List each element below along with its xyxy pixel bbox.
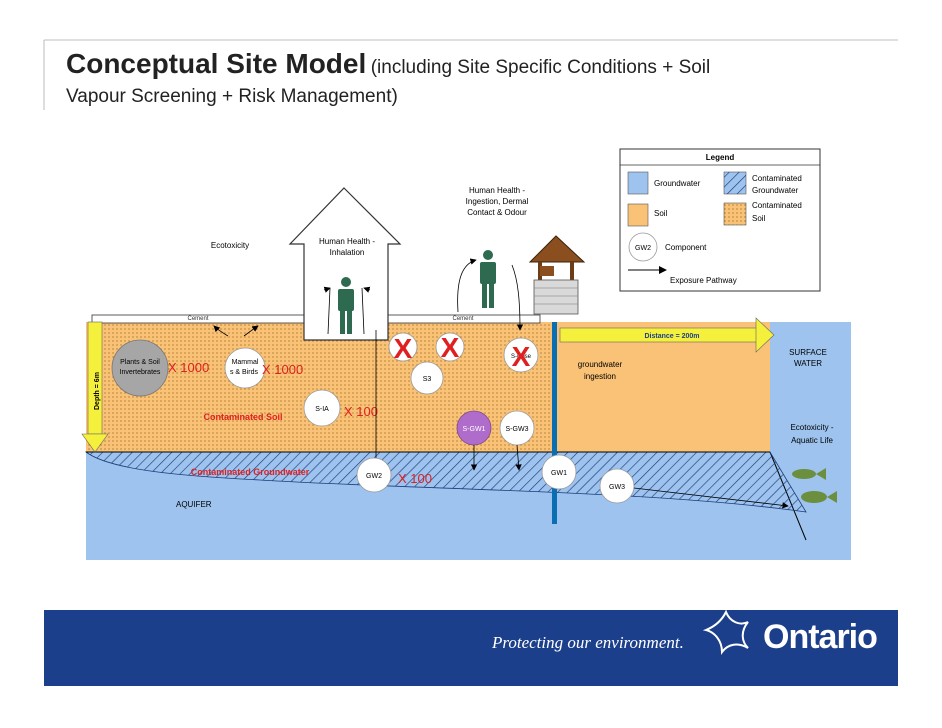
component-gw3 — [599, 468, 635, 504]
component-gw2-label: GW2 — [366, 473, 382, 480]
fish-icon — [792, 468, 837, 503]
contaminated-groundwater-label: Contaminated Groundwater — [191, 467, 310, 477]
component-mammals-label-2: s & Birds — [230, 369, 259, 376]
component-mammals — [224, 347, 266, 389]
legend-contam-gw-1: Contaminated — [752, 174, 802, 183]
soil-area-right — [552, 322, 770, 452]
human-health-inhalation-2: Inhalation — [330, 248, 365, 257]
factor-plants: X 1000 — [168, 360, 209, 375]
distance-label: Distance = 200m — [644, 333, 699, 340]
depth-arrow — [81, 321, 109, 453]
component-sia — [303, 389, 341, 427]
legend-box: Legend Groundwater Contaminated Groundwa… — [619, 148, 821, 292]
factor-mammals: X 1000 — [262, 362, 303, 377]
crossed-mark-3: X — [512, 341, 531, 372]
component-sgw3-label: S-GW3 — [506, 426, 529, 433]
depth-label: Depth = 6m — [94, 372, 101, 410]
legend-component-badge: GW2 — [635, 245, 651, 252]
component-gw2 — [356, 457, 392, 493]
legend-contam-soil-2: Soil — [752, 214, 766, 223]
well-icon — [528, 235, 586, 315]
component-s2-crossed — [388, 332, 418, 362]
house — [288, 187, 402, 341]
groundwater-ingestion-2: ingestion — [584, 372, 616, 381]
footer-band — [44, 610, 898, 686]
legend-groundwater: Groundwater — [654, 179, 701, 188]
component-gw1 — [541, 454, 577, 490]
factor-gw2: X 100 — [398, 471, 432, 486]
human-health-inhalation-1: Human Health - — [319, 237, 375, 246]
ecotoxicity-aquatic-1: Ecotoxicity - — [790, 423, 833, 432]
component-mammals-label: Mammal — [232, 359, 259, 366]
footer-tagline: Protecting our environment. — [492, 633, 684, 652]
legend-component: Component — [665, 243, 707, 252]
component-sgw1-label: S-GW1 — [463, 426, 486, 433]
page-title: Conceptual Site Model (including Site Sp… — [66, 48, 886, 109]
component-gw1-label: GW1 — [551, 470, 567, 477]
distance-arrow — [559, 317, 775, 353]
component-s3-label: S3 — [423, 376, 432, 383]
ecotoxicity-aquatic-2: Aquatic Life — [791, 436, 833, 445]
component-gw3-label: GW3 — [609, 484, 625, 491]
title-sub2: Vapour Screening + Risk Management) — [66, 86, 398, 107]
legend-swatch-groundwater — [627, 171, 649, 195]
contaminated-soil-label: Contaminated Soil — [203, 412, 282, 422]
human-health-ingestion-2: Ingestion, Dermal — [466, 197, 529, 206]
legend-contam-gw-2: Groundwater — [752, 186, 799, 195]
groundwater-ingestion-1: groundwater — [578, 360, 623, 369]
legend-pathway: Exposure Pathway — [670, 276, 737, 285]
ecotoxicity-label: Ecotoxicity — [211, 241, 249, 250]
factor-sia: X 100 — [344, 404, 378, 419]
component-s3 — [410, 361, 444, 395]
surface-water-1: SURFACE — [789, 348, 827, 357]
cement-left-label: Cement — [187, 316, 208, 322]
legend-swatch-soil — [627, 203, 649, 227]
legend-soil: Soil — [654, 209, 668, 218]
person-icon-outdoor — [480, 250, 496, 308]
component-snose-label: S-Nose — [511, 354, 532, 360]
component-plants — [111, 339, 169, 397]
component-snose — [503, 337, 539, 373]
person-icon — [338, 277, 354, 334]
legend-component-circle — [628, 232, 658, 262]
trillium-icon — [702, 609, 749, 655]
well-pipe — [552, 322, 557, 524]
crossed-mark-2: X — [441, 332, 460, 363]
legend-title: Legend — [706, 153, 735, 162]
title-sub: (including Site Specific Conditions + So… — [370, 57, 711, 78]
component-plants-label-2: Invertebrates — [120, 369, 161, 376]
cement-right-label: Cement — [452, 316, 473, 322]
human-health-ingestion-1: Human Health - — [469, 186, 525, 195]
legend-contam-soil-1: Contaminated — [752, 201, 802, 210]
component-s1-crossed — [435, 332, 465, 362]
component-plants-label: Plants & Soil — [120, 359, 160, 366]
crossed-mark-1: X — [394, 333, 413, 364]
ontario-logo-text: Ontario — [763, 618, 878, 656]
component-sia-label: S-IA — [315, 406, 329, 413]
human-health-ingestion-3: Contact & Odour — [467, 208, 527, 217]
aquifer-label: AQUIFER — [176, 500, 212, 509]
surface-water-2: WATER — [794, 359, 822, 368]
title-main: Conceptual Site Model — [66, 48, 367, 79]
